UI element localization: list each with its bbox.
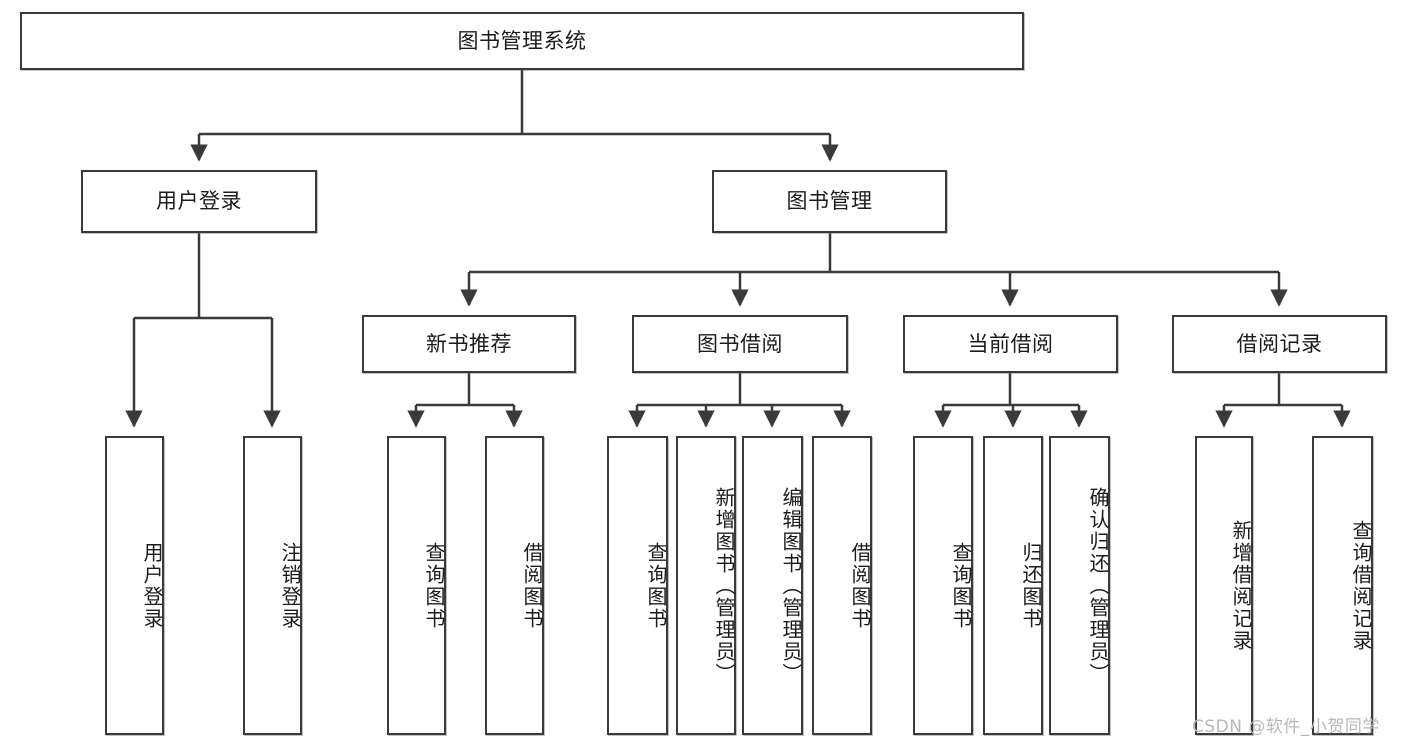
- leaf-current-3-label: 确认归还（管理员）: [1086, 486, 1110, 685]
- node-borrow-record-label: 借阅记录: [1236, 331, 1323, 356]
- watermark-text: CSDN @软件_小贺同学: [1192, 717, 1380, 737]
- leaf-borrow-2[interactable]: 新增图书（管理员）: [676, 436, 736, 735]
- leaf-record-1[interactable]: 新增借阅记录: [1195, 436, 1253, 735]
- leaf-current-1[interactable]: 查询图书: [913, 436, 973, 735]
- leaf-user-login-1-label: 用户登录: [140, 541, 164, 630]
- leaf-record-2[interactable]: 查询借阅记录: [1312, 436, 1373, 735]
- node-book-borrow[interactable]: 图书借阅: [632, 315, 848, 373]
- node-new-book-recommend[interactable]: 新书推荐: [362, 315, 576, 373]
- node-user-login[interactable]: 用户登录: [81, 170, 317, 233]
- leaf-borrow-3[interactable]: 编辑图书（管理员）: [742, 436, 803, 735]
- node-current-borrow-label: 当前借阅: [967, 331, 1054, 356]
- node-current-borrow[interactable]: 当前借阅: [903, 315, 1118, 373]
- leaf-user-login-1[interactable]: 用户登录: [105, 436, 164, 735]
- leaf-borrow-4-label: 借阅图书: [848, 541, 872, 630]
- leaf-current-2-label: 归还图书: [1019, 541, 1043, 630]
- node-root[interactable]: 图书管理系统: [20, 12, 1024, 70]
- leaf-borrow-1-label: 查询图书: [644, 541, 668, 630]
- node-book-manage-label: 图书管理: [786, 189, 873, 214]
- leaf-borrow-1[interactable]: 查询图书: [607, 436, 668, 735]
- leaf-recommend-2[interactable]: 借阅图书: [485, 436, 544, 735]
- leaf-current-2[interactable]: 归还图书: [983, 436, 1043, 735]
- leaf-recommend-1[interactable]: 查询图书: [387, 436, 446, 735]
- leaf-user-login-2[interactable]: 注销登录: [243, 436, 302, 735]
- node-root-label: 图书管理系统: [457, 28, 587, 53]
- leaf-user-login-2-label: 注销登录: [278, 541, 302, 630]
- leaf-recommend-2-label: 借阅图书: [520, 541, 544, 630]
- leaf-recommend-1-label: 查询图书: [422, 541, 446, 630]
- node-book-borrow-label: 图书借阅: [697, 331, 783, 356]
- leaf-borrow-2-label: 新增图书（管理员）: [712, 486, 736, 685]
- leaf-record-1-label: 新增借阅记录: [1229, 519, 1253, 652]
- node-borrow-record[interactable]: 借阅记录: [1172, 315, 1387, 373]
- leaf-borrow-3-label: 编辑图书（管理员）: [779, 486, 803, 685]
- node-user-login-label: 用户登录: [156, 189, 242, 214]
- leaf-current-1-label: 查询图书: [949, 541, 973, 630]
- leaf-current-3[interactable]: 确认归还（管理员）: [1049, 436, 1110, 735]
- leaf-borrow-4[interactable]: 借阅图书: [812, 436, 872, 735]
- node-new-book-recommend-label: 新书推荐: [426, 331, 512, 356]
- node-book-manage[interactable]: 图书管理: [712, 170, 947, 233]
- leaf-record-2-label: 查询借阅记录: [1349, 519, 1373, 652]
